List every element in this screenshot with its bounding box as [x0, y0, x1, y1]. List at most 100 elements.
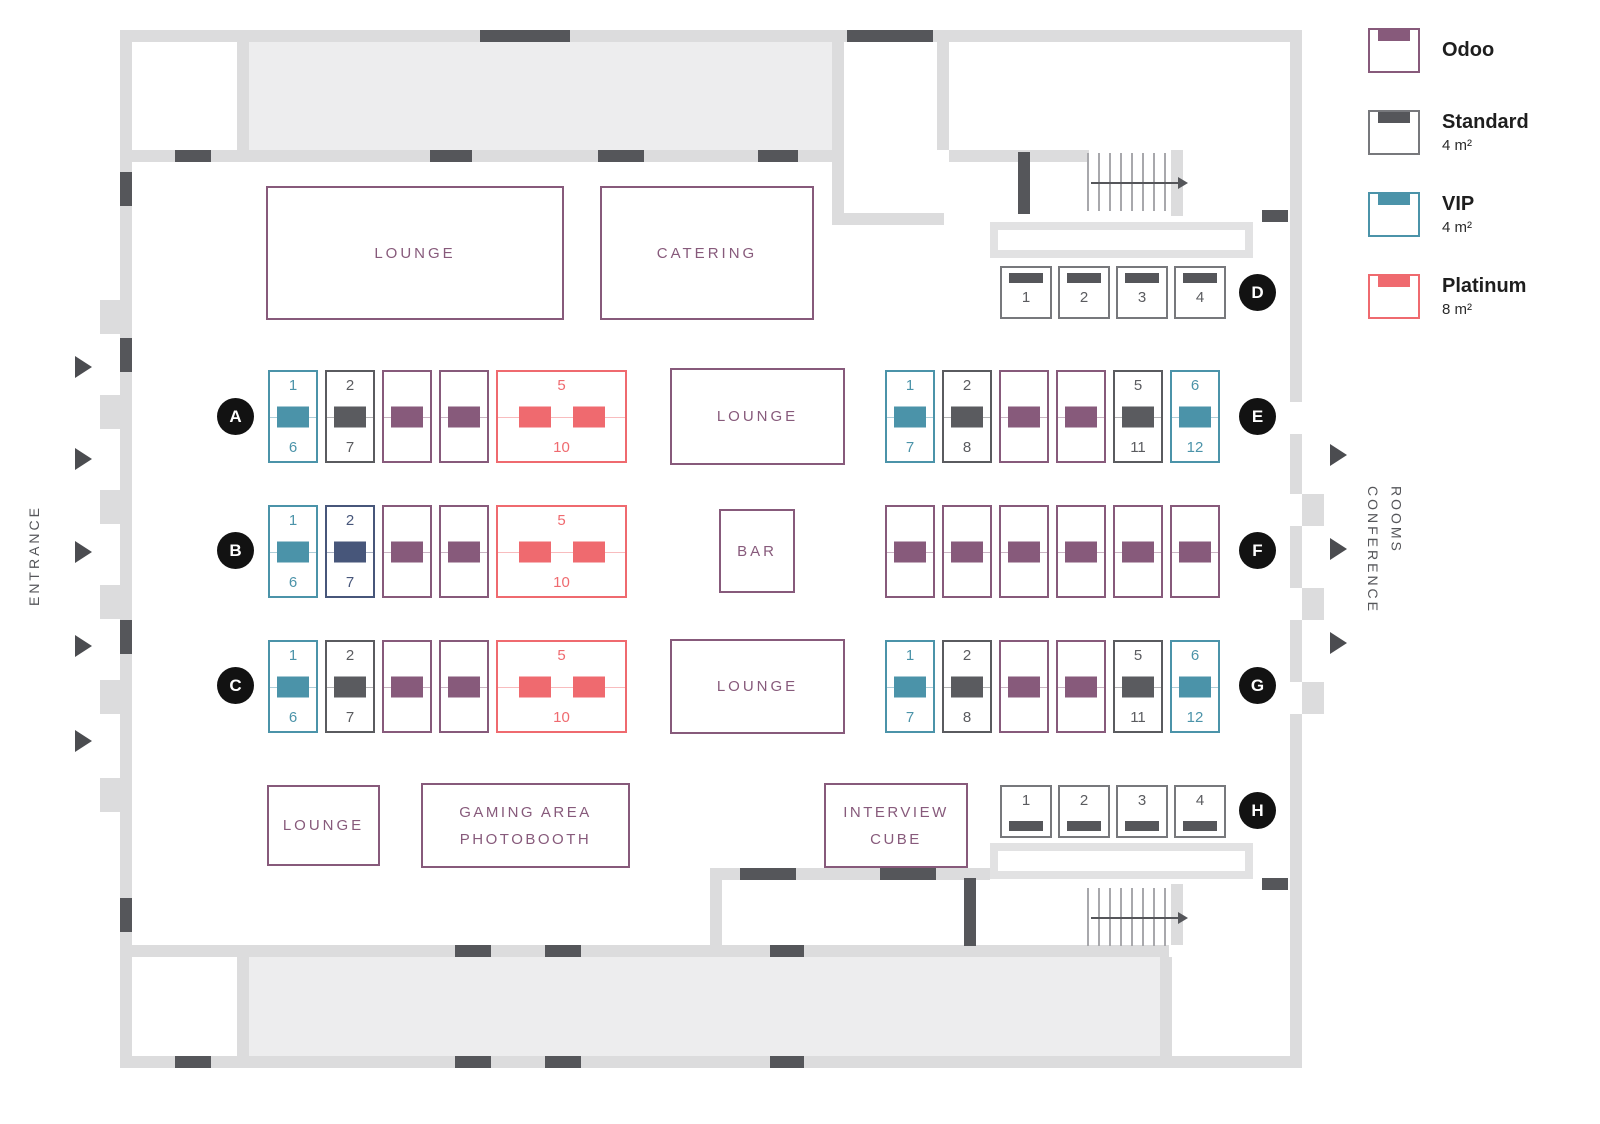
wall-door-segment: [740, 868, 796, 880]
booth-number-bottom: 7: [905, 709, 915, 726]
swatch-bar: [1378, 112, 1410, 123]
booth-number: 3: [1137, 289, 1147, 306]
legend-label: Platinum: [1442, 275, 1527, 297]
booth-table: [518, 406, 551, 427]
booth-odoo[interactable]: [1170, 505, 1220, 598]
booth-d-2[interactable]: 2: [1058, 266, 1110, 319]
booth-odoo[interactable]: [1056, 640, 1106, 733]
booth-odoo[interactable]: [439, 505, 489, 598]
wall-door-segment: [120, 898, 132, 932]
booth-tables: [327, 541, 373, 562]
booth-h-1[interactable]: 1: [1000, 785, 1052, 838]
legend-label: Standard: [1442, 111, 1529, 133]
booth-tables: [384, 541, 430, 562]
corridor: [990, 843, 1253, 879]
booth-number-bottom: 11: [1130, 709, 1146, 726]
booth-number-bottom: 6: [288, 574, 298, 591]
booth-d-1[interactable]: 1: [1000, 266, 1052, 319]
wall-door-segment: [120, 620, 132, 654]
booth-odoo[interactable]: [999, 505, 1049, 598]
wall-door-segment: [770, 1056, 804, 1068]
booth-5-11[interactable]: 5 11: [1113, 370, 1163, 463]
wall-segment: [237, 42, 249, 150]
booth-tables: [887, 541, 933, 562]
row-marker-d: D: [1239, 274, 1276, 311]
booth-divider: [498, 416, 625, 418]
booth-odoo[interactable]: [1113, 505, 1163, 598]
booth-divider: [498, 551, 625, 553]
wall-segment: [1290, 526, 1302, 588]
booth-number-top: 2: [345, 647, 355, 664]
booth-odoo[interactable]: [942, 505, 992, 598]
booth-d-3[interactable]: 3: [1116, 266, 1168, 319]
booth-number-bottom: 8: [962, 709, 972, 726]
booth-table: [572, 676, 605, 697]
booth-number-top: 5: [1133, 377, 1143, 394]
wall-door-segment: [598, 150, 644, 162]
wall-segment: [100, 778, 120, 812]
row-marker-e: E: [1239, 398, 1276, 435]
booth-odoo[interactable]: [999, 370, 1049, 463]
booth-number: 3: [1137, 792, 1147, 809]
booth-odoo[interactable]: [1056, 505, 1106, 598]
booth-tables: [1172, 406, 1218, 427]
booth-tables: [498, 676, 625, 697]
booth-h-2[interactable]: 2: [1058, 785, 1110, 838]
wall-segment: [120, 30, 1302, 42]
booth-table: [1067, 273, 1101, 283]
booth-odoo[interactable]: [999, 640, 1049, 733]
legend-size: 4 m²: [1442, 137, 1472, 154]
booth-tables: [327, 676, 373, 697]
booth-h-3[interactable]: 3: [1116, 785, 1168, 838]
wall-door-segment: [120, 338, 132, 372]
room-catering: CATERING: [600, 186, 814, 320]
wall-segment: [710, 868, 722, 945]
booth-table: [1179, 676, 1211, 697]
booth-d-4[interactable]: 4: [1174, 266, 1226, 319]
booth-number-top: 2: [962, 647, 972, 664]
booth-odoo[interactable]: [1056, 370, 1106, 463]
booth-odoo[interactable]: [439, 370, 489, 463]
booth-table: [1067, 821, 1101, 831]
restricted-area: [249, 957, 1160, 1056]
booth-number-bottom: 11: [1130, 439, 1146, 456]
booth-h-4[interactable]: 4: [1174, 785, 1226, 838]
booth-table: [1008, 676, 1040, 697]
booth-odoo[interactable]: [885, 505, 935, 598]
legend-label: Odoo: [1442, 39, 1495, 61]
booth-table: [1125, 273, 1159, 283]
booth-number: 2: [1079, 792, 1089, 809]
booth-odoo[interactable]: [382, 370, 432, 463]
booth-tables: [1001, 406, 1047, 427]
row-marker-g: G: [1239, 667, 1276, 704]
wall-segment: [1290, 714, 1302, 1068]
booth-tables: [441, 676, 487, 697]
wall-door-segment: [480, 30, 570, 42]
booth-tables: [1001, 541, 1047, 562]
room-lounge-top: LOUNGE: [266, 186, 564, 320]
booth-number-bottom: 10: [553, 709, 570, 726]
booth-odoo[interactable]: [382, 640, 432, 733]
booth-odoo[interactable]: [439, 640, 489, 733]
booth-table: [391, 541, 423, 562]
booth-odoo[interactable]: [382, 505, 432, 598]
booth-number-top: 1: [288, 512, 298, 529]
